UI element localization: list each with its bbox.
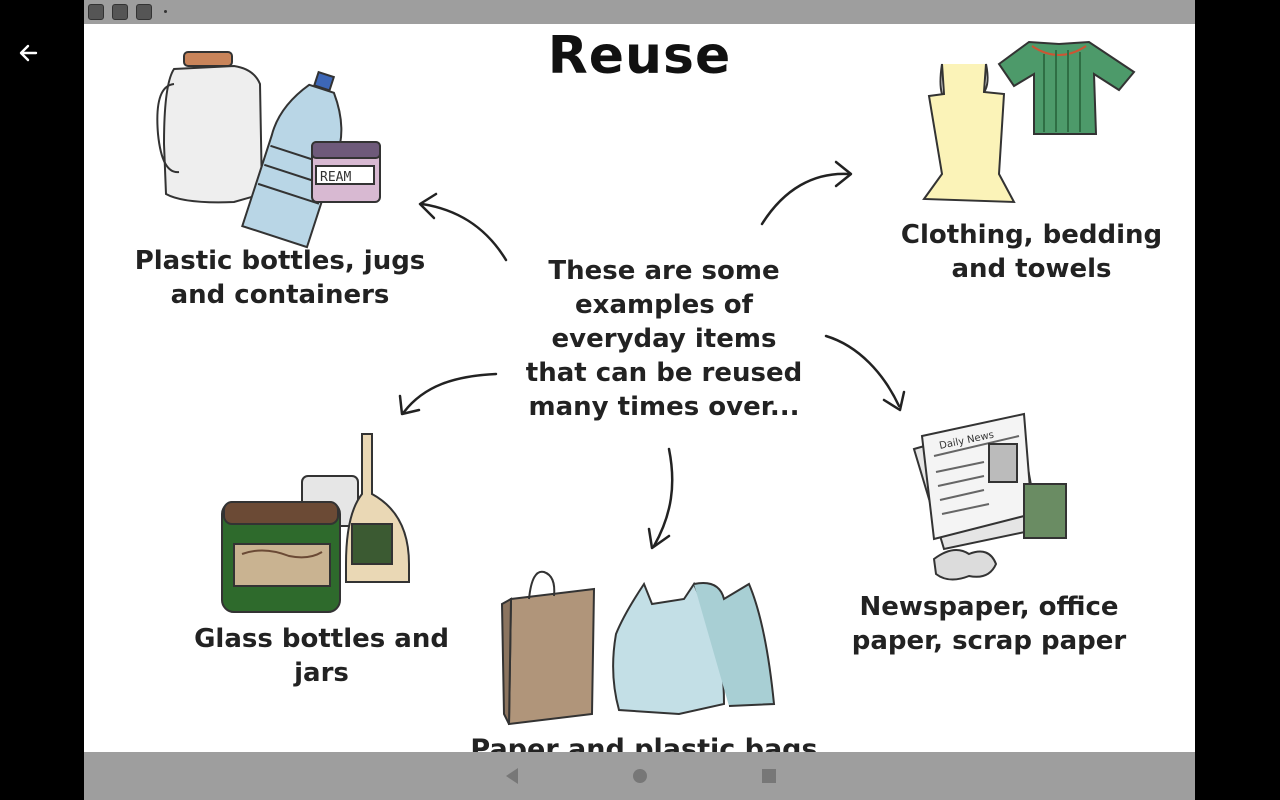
- status-dot: [164, 10, 167, 13]
- caption-bags: Paper and plastic bags: [470, 734, 818, 752]
- back-button[interactable]: [14, 38, 44, 68]
- slide-image: Reuse: [84, 24, 1195, 752]
- arrow-down-icon: [647, 447, 674, 550]
- navigation-bar: [84, 752, 1195, 800]
- arrow-left-down-icon: [398, 372, 498, 416]
- nav-back-button[interactable]: [502, 766, 522, 786]
- clothing-icon: [922, 40, 1136, 204]
- status-bar: [84, 0, 1195, 24]
- caption-plastic: Plastic bottles, jugs and containers: [134, 246, 426, 310]
- arrow-down-right-icon: [824, 334, 906, 412]
- triangle-back-icon: [506, 768, 518, 784]
- arrow-up-left-icon: [418, 192, 508, 262]
- plastic-containers-icon: REAM: [156, 51, 381, 249]
- slide-title: Reuse: [547, 26, 732, 86]
- nav-recents-button[interactable]: [760, 767, 778, 785]
- caption-glass: Glass bottles and jars: [194, 624, 449, 688]
- illustration: REAM: [156, 40, 1136, 726]
- newspaper-icon: Daily News: [912, 412, 1067, 581]
- caption-newspaper: Newspaper, office paper, scrap paper: [851, 592, 1127, 656]
- notification-icon: [136, 4, 152, 20]
- nav-home-button[interactable]: [631, 767, 649, 785]
- center-description: These are some examples of everyday item…: [525, 256, 803, 422]
- notification-icon: [112, 4, 128, 20]
- arrow-left-icon: [19, 44, 38, 62]
- bags-icon: [500, 570, 776, 726]
- home-circle-icon: [633, 769, 647, 783]
- notification-icon: [88, 4, 104, 20]
- cream-label: REAM: [320, 170, 351, 185]
- glass-jars-icon: [221, 433, 410, 613]
- caption-clothing: Clothing, bedding and towels: [900, 220, 1163, 284]
- arrow-up-right-icon: [760, 160, 853, 226]
- recents-square-icon: [762, 769, 776, 783]
